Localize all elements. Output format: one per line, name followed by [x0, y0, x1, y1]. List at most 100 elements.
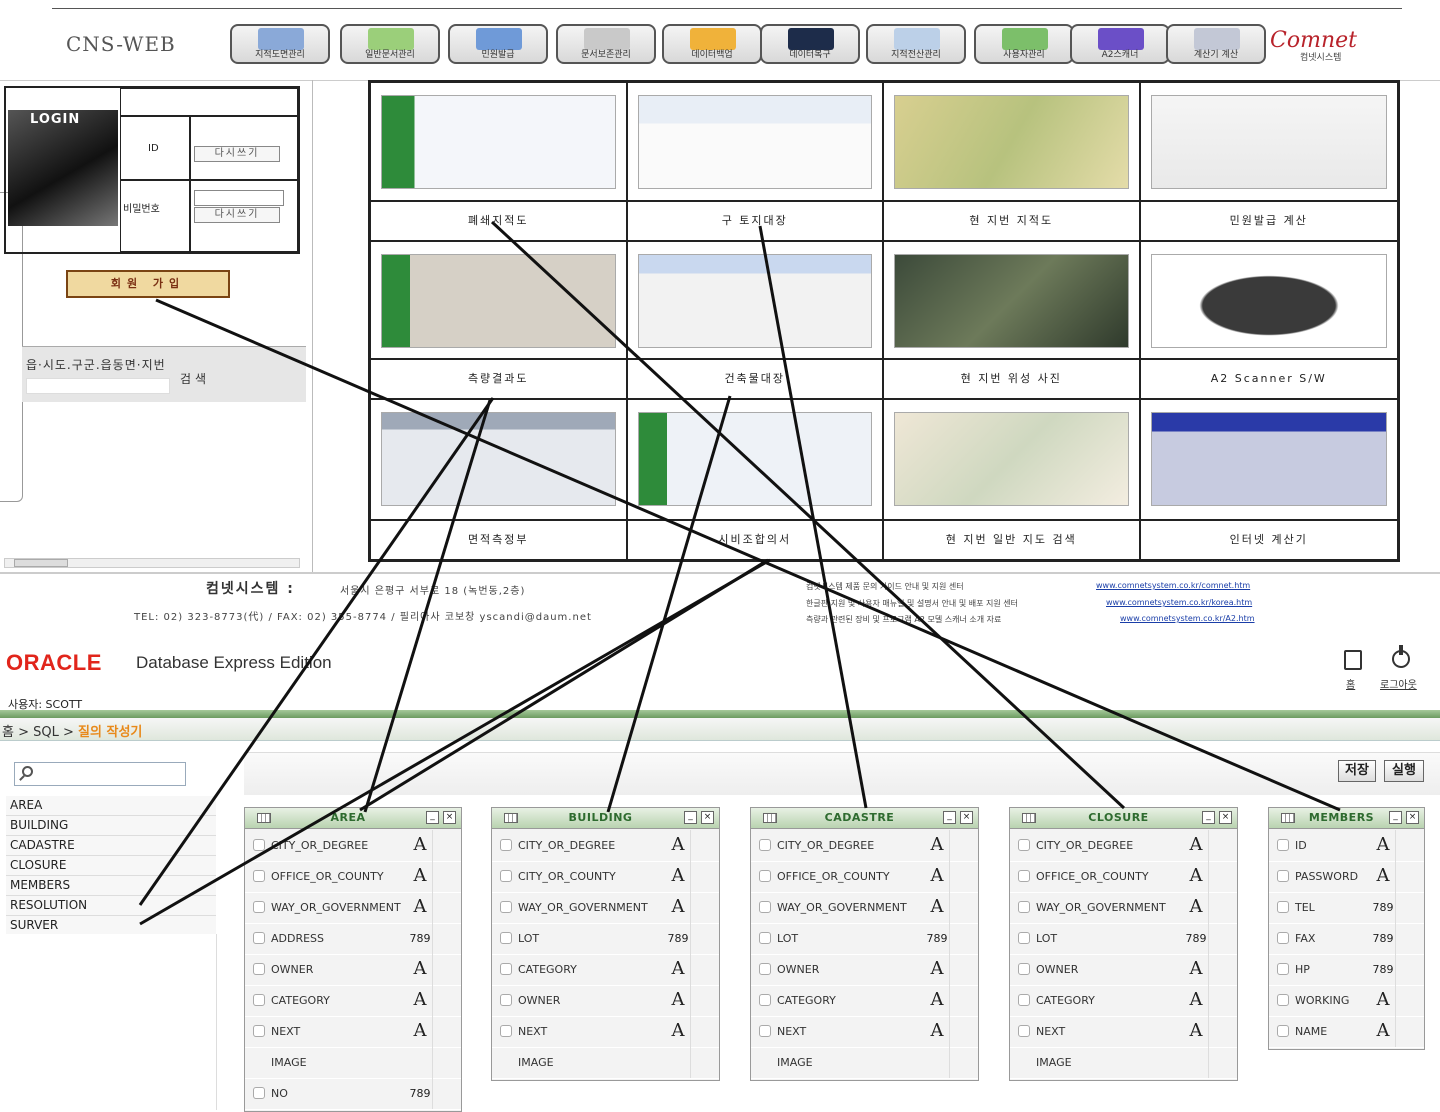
grid-cell[interactable]: 구 토지대장 — [627, 83, 884, 242]
column-checkbox[interactable] — [253, 963, 265, 975]
scrollbar-thumb[interactable] — [14, 559, 68, 567]
grid-thumbnail[interactable] — [894, 253, 1129, 348]
close-icon[interactable]: × — [1219, 811, 1232, 824]
column-checkbox[interactable] — [253, 1025, 265, 1037]
grid-cell[interactable]: 인터넷 계산기 — [1140, 400, 1397, 559]
grid-cell[interactable]: 건축물대장 — [627, 241, 884, 401]
grid-caption[interactable]: A2 Scanner S/W — [1140, 358, 1397, 398]
column-checkbox[interactable] — [500, 963, 512, 975]
column-checkbox[interactable] — [253, 994, 265, 1006]
column-checkbox[interactable] — [253, 932, 265, 944]
minimize-icon[interactable]: _ — [1202, 811, 1215, 824]
table-window-header[interactable]: AREA_× — [245, 808, 461, 829]
login-id-field[interactable]: 다시쓰기 — [194, 146, 280, 162]
column-checkbox[interactable] — [1277, 870, 1289, 882]
column-checkbox[interactable] — [500, 901, 512, 913]
grid-thumbnail[interactable] — [894, 95, 1129, 189]
column-checkbox[interactable] — [1018, 1025, 1030, 1037]
grid-caption[interactable]: 현 지번 위성 사진 — [884, 358, 1139, 398]
minimize-icon[interactable]: _ — [1389, 811, 1402, 824]
minimize-icon[interactable]: _ — [943, 811, 956, 824]
grid-caption[interactable]: 시비조합의서 — [627, 518, 882, 559]
column-checkbox[interactable] — [500, 994, 512, 1006]
login-password-field[interactable] — [194, 190, 284, 206]
column-checkbox[interactable] — [1277, 963, 1289, 975]
close-icon[interactable]: × — [1406, 811, 1419, 824]
grid-thumbnail[interactable] — [381, 253, 616, 348]
grid-cell[interactable]: 현 지번 지적도 — [884, 83, 1141, 242]
column-checkbox[interactable] — [1277, 901, 1289, 913]
grid-cell[interactable]: 폐쇄지적도 — [371, 83, 628, 242]
grid-thumbnail[interactable] — [637, 253, 872, 348]
grid-thumbnail[interactable] — [381, 412, 616, 507]
column-checkbox[interactable] — [759, 994, 771, 1006]
nav-button-2[interactable]: 일반문서관리 — [340, 24, 440, 64]
logout-link[interactable]: 로그아웃 — [1380, 680, 1417, 691]
column-checkbox[interactable] — [1018, 839, 1030, 851]
grid-cell[interactable]: 면적측정부 — [371, 400, 628, 559]
nav-button-7[interactable]: 지적전산관리 — [866, 24, 966, 64]
search-input[interactable] — [26, 378, 170, 394]
grid-thumbnail[interactable] — [637, 412, 872, 507]
nav-button-1[interactable]: 지적도면관리 — [230, 24, 330, 64]
close-icon[interactable]: × — [443, 811, 456, 824]
close-icon[interactable]: × — [960, 811, 973, 824]
grid-thumbnail[interactable] — [381, 95, 616, 189]
grid-cell[interactable]: 시비조합의서 — [627, 400, 884, 559]
grid-caption[interactable]: 면적측정부 — [371, 518, 626, 559]
breadcrumb-home[interactable]: 홈 — [2, 725, 14, 740]
grid-caption[interactable]: 현 지번 지적도 — [884, 199, 1139, 240]
table-column-row[interactable]: IMAGE — [492, 1047, 719, 1079]
breadcrumb-sql[interactable]: SQL — [33, 725, 59, 740]
grid-cell[interactable]: 측량결과도 — [371, 241, 628, 401]
column-checkbox[interactable] — [253, 839, 265, 851]
grid-thumbnail[interactable] — [637, 95, 872, 189]
column-checkbox[interactable] — [253, 901, 265, 913]
home-link[interactable]: 홈 — [1346, 680, 1356, 691]
table-window-header[interactable]: BUILDING_× — [492, 808, 719, 829]
footer-link-3[interactable]: www.comnetsystem.co.kr/A2.htm — [1120, 614, 1255, 623]
column-checkbox[interactable] — [1018, 994, 1030, 1006]
minimize-icon[interactable]: _ — [426, 811, 439, 824]
grid-caption[interactable]: 현 지번 일반 지도 검색 — [884, 518, 1139, 559]
object-list-item[interactable]: SURVER — [6, 916, 216, 936]
nav-button-3[interactable]: 민원발급 — [448, 24, 548, 64]
column-checkbox[interactable] — [759, 839, 771, 851]
column-checkbox[interactable] — [253, 870, 265, 882]
column-checkbox[interactable] — [500, 932, 512, 944]
run-button[interactable]: 실행 — [1384, 760, 1424, 782]
nav-button-6[interactable]: 데이터복구 — [760, 24, 860, 64]
object-list-item[interactable]: CLOSURE — [6, 856, 216, 876]
column-checkbox[interactable] — [500, 870, 512, 882]
grid-thumbnail[interactable] — [894, 412, 1129, 507]
grid-caption[interactable]: 인터넷 계산기 — [1140, 518, 1397, 559]
grid-cell[interactable]: 현 지번 위성 사진 — [884, 241, 1141, 401]
grid-thumbnail[interactable] — [1150, 253, 1387, 348]
minimize-icon[interactable]: _ — [684, 811, 697, 824]
column-checkbox[interactable] — [759, 963, 771, 975]
